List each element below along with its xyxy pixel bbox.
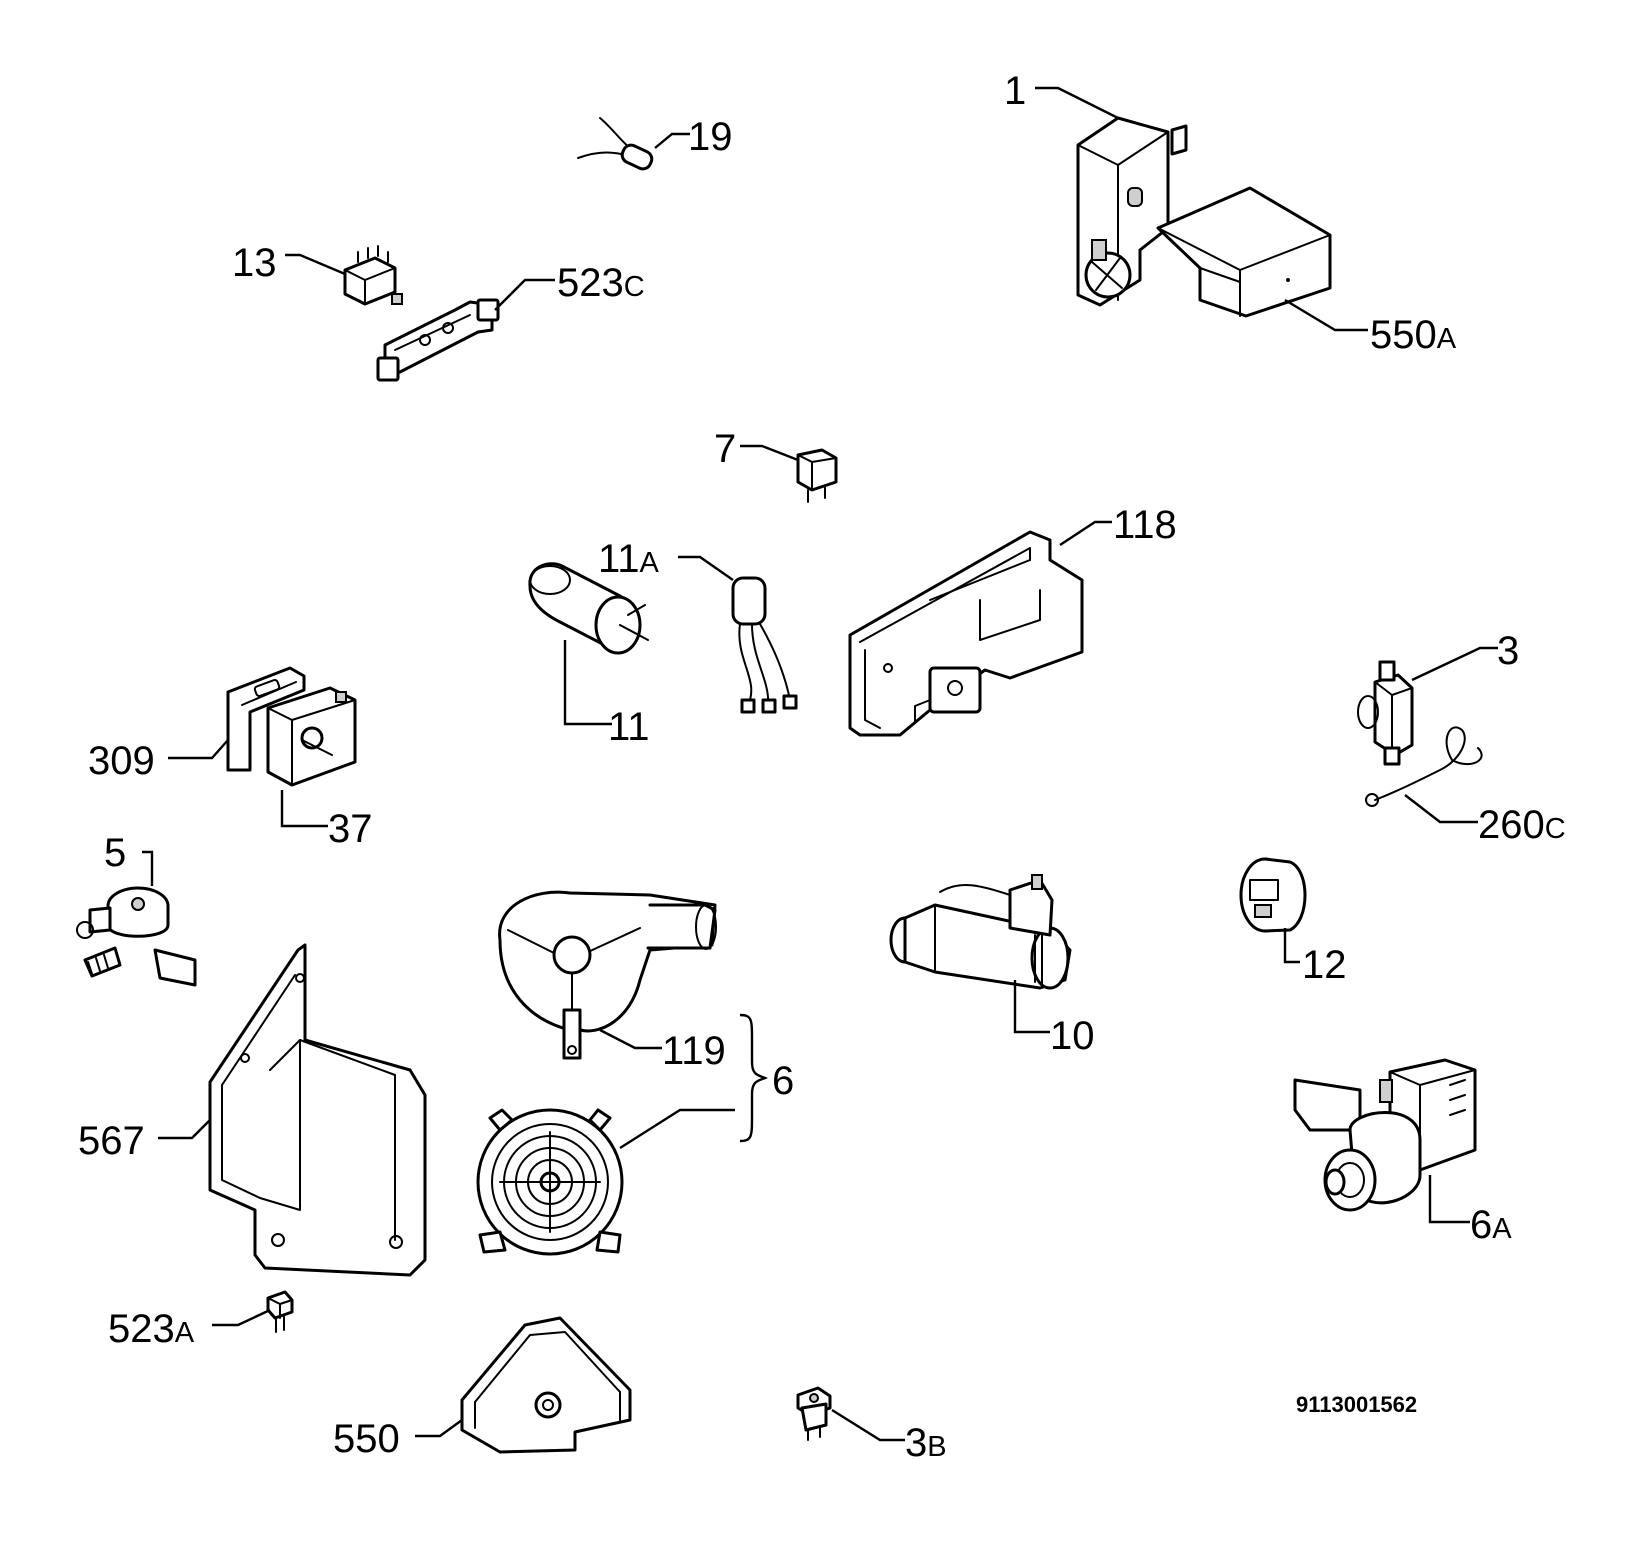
part-550-cover[interactable] — [460, 1316, 632, 1454]
part-13-switch[interactable] — [343, 245, 403, 306]
part-119-pump-housing[interactable] — [498, 890, 717, 1060]
label-11: 11 — [608, 705, 650, 749]
label-550a: 550A — [1370, 313, 1457, 357]
label-10: 10 — [1050, 1014, 1095, 1058]
part-3-switch[interactable] — [1357, 660, 1414, 766]
label-119: 119 — [662, 1029, 726, 1073]
part-19-suppressor[interactable] — [577, 117, 654, 171]
label-118: 118 — [1113, 503, 1177, 547]
part-550a-cover[interactable] — [1156, 186, 1332, 318]
diagram-reference-code: 9113001562 — [1296, 1392, 1417, 1417]
part-7-relay[interactable] — [796, 448, 838, 503]
group-brace — [739, 1013, 769, 1143]
label-6a: 6A — [1470, 1203, 1512, 1247]
label-3b: 3B — [905, 1421, 947, 1465]
label-1: 1 — [1004, 69, 1026, 113]
label-6: 6 — [772, 1059, 794, 1103]
part-11a-filter[interactable] — [731, 576, 798, 714]
label-37: 37 — [328, 807, 373, 851]
part-37-module[interactable] — [266, 686, 357, 787]
label-260c: 260C — [1478, 803, 1566, 847]
label-13: 13 — [232, 241, 277, 285]
part-6a-drain-pump[interactable] — [1293, 1058, 1477, 1212]
part-523c-bracket[interactable] — [376, 298, 500, 382]
label-5: 5 — [104, 831, 126, 875]
label-7: 7 — [714, 427, 736, 471]
part-10-heater[interactable] — [889, 874, 1072, 990]
label-523c: 523C — [557, 261, 645, 305]
part-12-knob[interactable] — [1239, 857, 1307, 933]
part-5-valve[interactable] — [76, 886, 197, 987]
label-309: 309 — [88, 739, 155, 783]
label-19: 19 — [688, 115, 733, 159]
part-567-cover-plate[interactable] — [208, 943, 427, 1277]
label-3: 3 — [1497, 629, 1519, 673]
part-523a-screw[interactable] — [266, 1290, 294, 1333]
part-1-timer[interactable] — [1076, 116, 1188, 307]
label-12: 12 — [1302, 943, 1347, 987]
part-118-dispenser[interactable] — [848, 530, 1084, 737]
part-11-capacitor[interactable] — [528, 562, 649, 655]
part-6-impeller-cover[interactable] — [476, 1108, 624, 1256]
part-309-bracket[interactable] — [226, 666, 306, 772]
part-3b-thermostat[interactable] — [796, 1386, 832, 1441]
part-260c-spring[interactable] — [1365, 726, 1483, 807]
label-550: 550 — [333, 1417, 400, 1461]
label-11a: 11A — [598, 537, 660, 581]
label-567: 567 — [78, 1119, 145, 1163]
label-523a: 523A — [108, 1307, 195, 1351]
